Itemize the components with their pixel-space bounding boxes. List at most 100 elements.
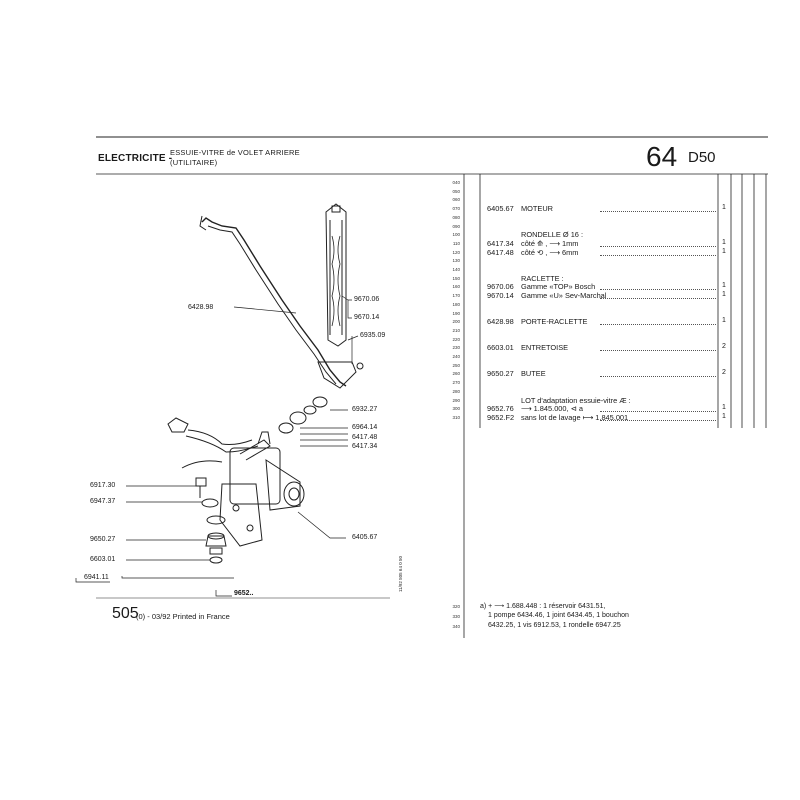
row-number: 190: [452, 310, 460, 316]
row-number: 040: [452, 180, 460, 185]
row-number: 160: [452, 284, 460, 290]
row-number: 150: [452, 275, 460, 281]
footnote-line-1: a) + ⟶ 1.688.448 : 1 réservoir 6431.51,: [480, 603, 606, 610]
row-number: 260: [452, 371, 460, 377]
note-row-number: 340: [452, 624, 460, 629]
callout-6405-67: 6405.67: [352, 534, 378, 541]
row-number: 270: [452, 380, 460, 386]
part-description: LOT d'adaptation essuie-vitre Æ :: [521, 395, 631, 405]
subtitle-line-2: (UTILITAIRE): [170, 158, 218, 167]
callout-6964-14: 6964.14: [352, 424, 378, 431]
part-quantity: 2: [722, 369, 726, 377]
part-description: MOTEUR: [521, 204, 554, 214]
row-number: 170: [452, 293, 460, 299]
row-number: 080: [452, 214, 460, 220]
row-number: 280: [452, 388, 460, 394]
part-description: sans lot de lavage ⟼ 1.845.001: [521, 412, 629, 422]
callout-6947-37: 6947.37: [90, 498, 116, 505]
part-quantity: 2: [722, 343, 726, 351]
callout-6417-48: 6417.48: [352, 434, 378, 441]
row-number: 310: [452, 414, 460, 420]
callout-6603-01: 6603.01: [90, 556, 116, 563]
row-number: 120: [452, 249, 460, 255]
callout-9652: 9652..: [234, 590, 254, 597]
callout-6417-34: 6417.34: [352, 443, 378, 450]
note-row-number: 330: [452, 614, 460, 619]
row-number: 130: [452, 258, 460, 264]
row-number: 240: [452, 354, 460, 359]
part-quantity: 1: [722, 291, 726, 299]
leader-dots: [600, 350, 716, 352]
leader-lines: [75, 295, 359, 597]
footer-catalog-number: 505: [112, 605, 139, 622]
footnote-line-3: 6432.25, 1 vis 6912.53, 1 rondelle 6947.…: [488, 622, 621, 629]
callout-6428-98: 6428.98: [188, 304, 214, 311]
part-quantity: 1: [722, 317, 726, 325]
part-description: Gamme «U» Sev-Marchal: [521, 291, 607, 301]
footer-print-text: (0) - 03/92 Printed in France: [136, 612, 230, 621]
row-number: 230: [452, 345, 460, 351]
row-number: 250: [452, 362, 460, 368]
row-number: 300: [452, 406, 460, 412]
note-row-number: 320: [452, 604, 460, 609]
leader-dots: [600, 289, 716, 291]
section-title: ELECTRICITE -: [98, 153, 173, 164]
callout-6935-09: 6935.09: [360, 332, 386, 339]
leader-dots: [600, 324, 716, 326]
vertical-print-code: 11/92 505 64 0 50: [398, 556, 403, 592]
leader-dots: [600, 254, 716, 256]
callout-9670-06: 9670.06: [354, 296, 380, 303]
callout-6917-30: 6917.30: [90, 482, 116, 489]
part-reference: 9652.F2: [487, 412, 515, 422]
footnote-line-2: 1 pompe 6434.46, 1 joint 6434.45, 1 bouc…: [488, 612, 629, 619]
wiper-blade-drawing: [325, 203, 347, 347]
callout-6941-11: 6941.11: [84, 574, 109, 581]
wiper-arm-drawing: [199, 215, 364, 389]
row-number: 140: [452, 267, 460, 272]
part-description: PORTE-RACLETTE: [521, 317, 588, 327]
callout-9650-27: 9650.27: [90, 536, 116, 543]
part-description: côté ⟰ , ⟶ 1mm: [521, 238, 579, 248]
part-reference: 9650.27: [487, 369, 514, 379]
part-quantity: 1: [722, 204, 726, 212]
callout-9670-14: 9670.14: [354, 314, 380, 321]
subtitle-line-1: ESSUIE-VITRE de VOLET ARRIERE: [170, 148, 300, 157]
leader-dots: [600, 211, 716, 213]
part-description: RACLETTE :: [521, 273, 564, 283]
part-quantity: 1: [722, 404, 726, 412]
leader-dots: [600, 419, 716, 421]
part-reference: 9670.14: [487, 291, 514, 301]
leader-dots: [600, 411, 716, 413]
part-quantity: 1: [722, 282, 726, 290]
part-reference: 9652.76: [487, 404, 514, 414]
part-reference: 6428.98: [487, 317, 514, 327]
row-number: 200: [452, 319, 460, 325]
part-reference: 6405.67: [487, 204, 514, 214]
row-number: 090: [452, 223, 460, 229]
part-description: côté ⟲ , ⟶ 6mm: [521, 247, 579, 257]
motor-assembly-drawing: [167, 417, 305, 547]
part-description: ENTRETOISE: [521, 343, 569, 353]
part-description: RONDELLE Ø 16 :: [521, 230, 584, 240]
row-number: 060: [452, 197, 460, 203]
leader-dots: [600, 376, 716, 378]
part-reference: 9670.06: [487, 282, 514, 292]
leader-dots: [600, 245, 716, 247]
row-number: 110: [452, 240, 460, 246]
callout-6932-27: 6932.27: [352, 406, 378, 413]
part-reference: 6417.48: [487, 247, 514, 257]
page-code: D50: [688, 149, 716, 166]
washers-drawing: [278, 396, 328, 434]
part-quantity: 1: [722, 238, 726, 246]
row-number: 100: [452, 232, 460, 238]
part-quantity: 1: [722, 412, 726, 420]
part-quantity: 1: [722, 247, 726, 255]
row-number: 180: [452, 301, 460, 307]
leader-dots: [600, 298, 716, 300]
page-number: 64: [646, 141, 678, 172]
row-number: 210: [452, 327, 460, 333]
row-number: 220: [452, 336, 460, 342]
part-reference: 6603.01: [487, 343, 514, 353]
